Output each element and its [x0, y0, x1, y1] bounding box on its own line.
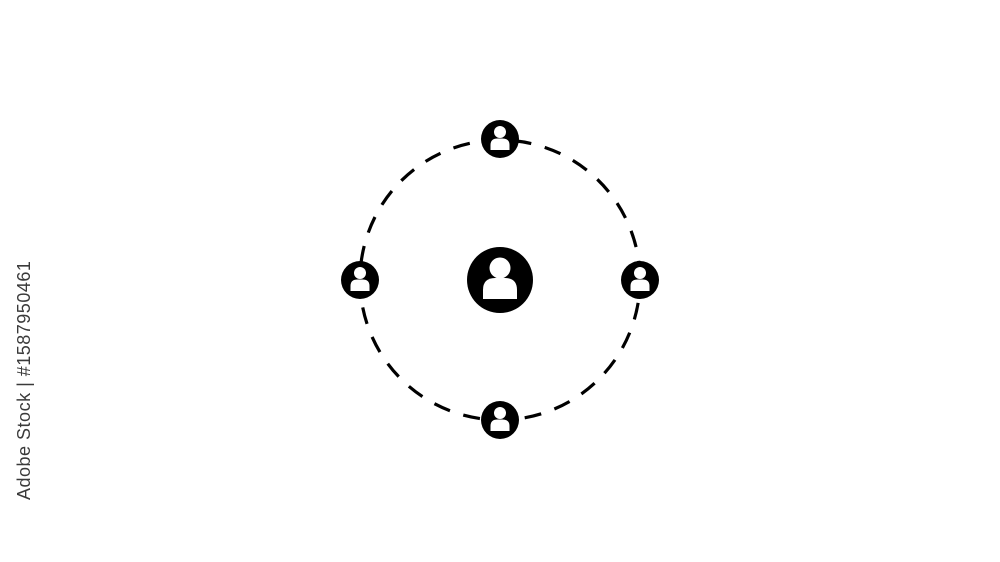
orbit-user-icon-bottom — [481, 401, 519, 439]
orbit-user-icon-top — [481, 120, 519, 158]
orbit-user-icon-right — [621, 261, 659, 299]
orbit-user-icon-left — [341, 261, 379, 299]
center-user-icon — [467, 247, 533, 313]
stock-watermark-id: Adobe Stock | #1587950461 — [14, 260, 34, 500]
